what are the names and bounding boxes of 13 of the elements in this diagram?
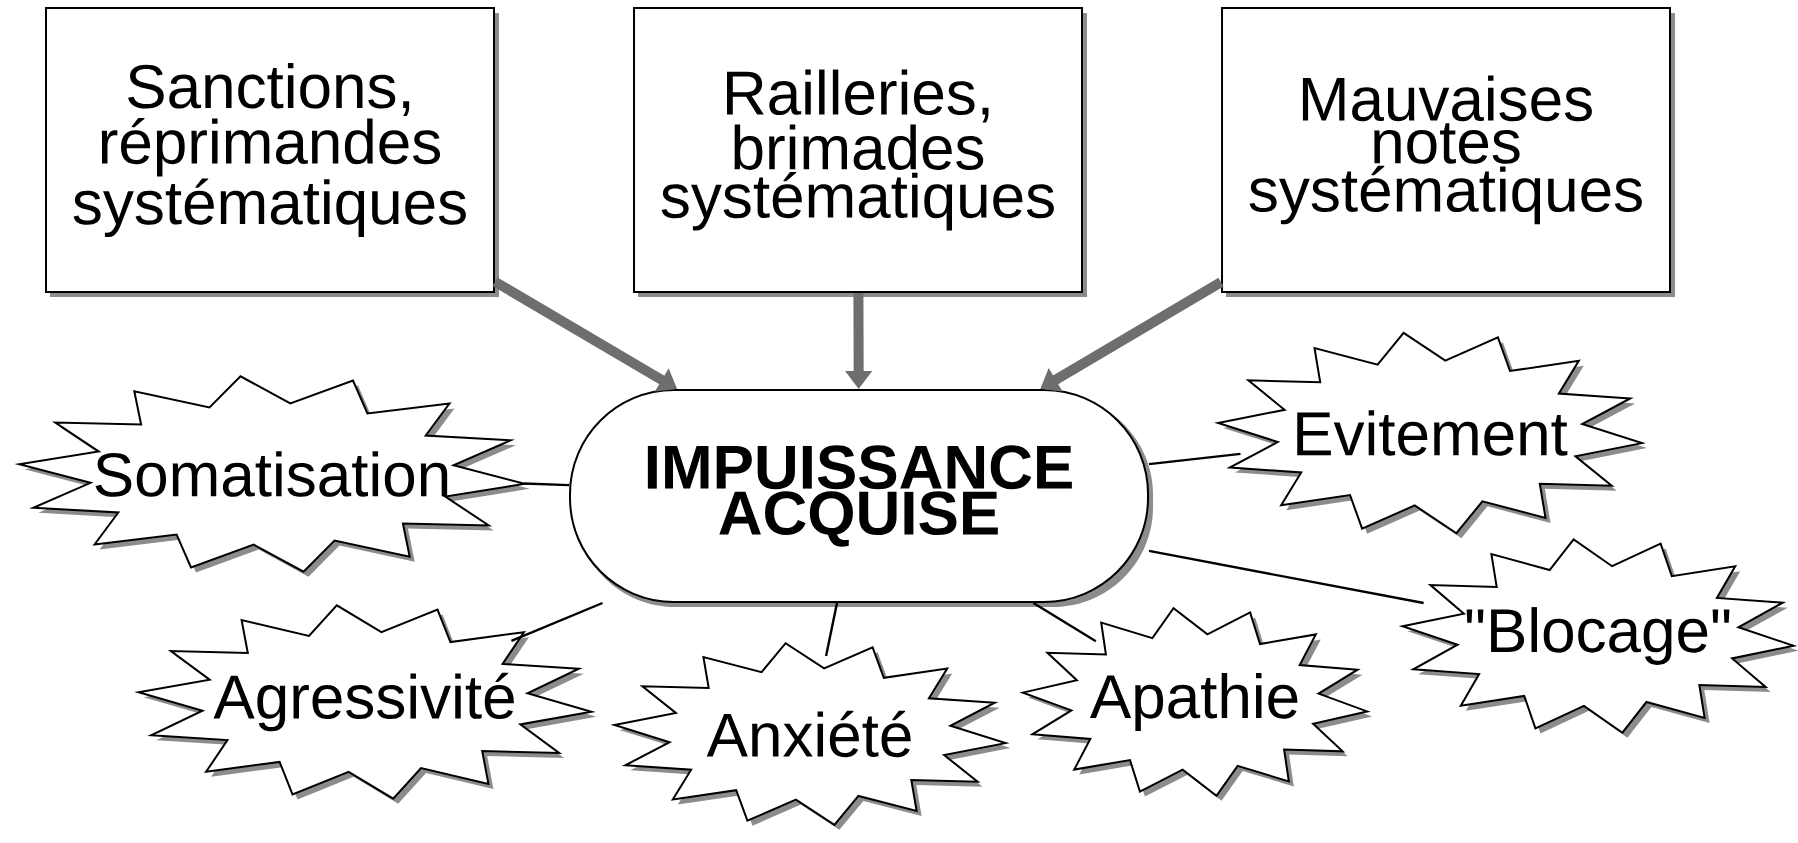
rounded-box: IMPUISSANCE ACQUISE <box>569 389 1153 607</box>
connector-line <box>524 482 570 487</box>
connector-line <box>510 601 603 643</box>
starburst: Anxiété <box>610 641 1011 830</box>
starburst: Evitement <box>1214 331 1647 539</box>
text-box: Sanctions, réprimandes systématiques <box>45 7 499 297</box>
starburst: Somatisation <box>14 375 530 577</box>
starburst: Agressivité <box>134 604 597 804</box>
text-box: Mauvaises notes systématiques <box>1221 7 1675 297</box>
starburst: Apathie <box>1019 606 1373 801</box>
starburst: "Blocage" <box>1398 537 1798 738</box>
text-box: Railleries, brimades systématiques <box>633 7 1087 297</box>
connector-line <box>1148 452 1241 466</box>
